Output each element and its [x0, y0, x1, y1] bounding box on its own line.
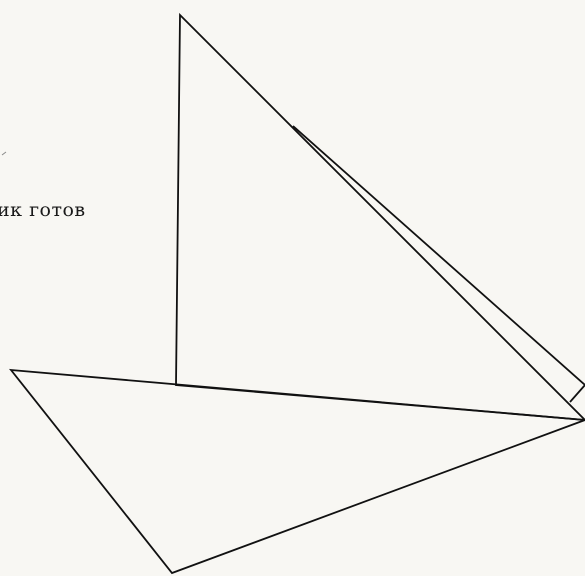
sail-fold-edge [293, 126, 585, 402]
caption-text: ик готов [0, 199, 86, 221]
paper-mark [2, 152, 6, 155]
boat-hull [11, 370, 585, 573]
sail-triangle [176, 15, 585, 420]
